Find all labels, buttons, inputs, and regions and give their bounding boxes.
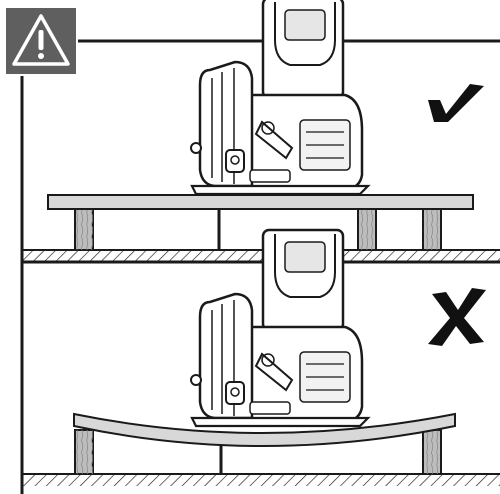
circular-saw (189, 0, 370, 196)
warning-triangle-icon (6, 8, 76, 74)
support-post (422, 206, 442, 251)
support-post (422, 429, 442, 475)
support-post (357, 206, 377, 251)
workpiece-board-sagging (73, 412, 456, 447)
workpiece-board (47, 194, 474, 210)
panel-correct (22, 0, 500, 262)
support-post (74, 206, 94, 251)
support-post (74, 429, 94, 475)
checkmark-icon (428, 84, 484, 122)
cross-icon (428, 288, 486, 346)
panel-incorrect (22, 228, 500, 486)
